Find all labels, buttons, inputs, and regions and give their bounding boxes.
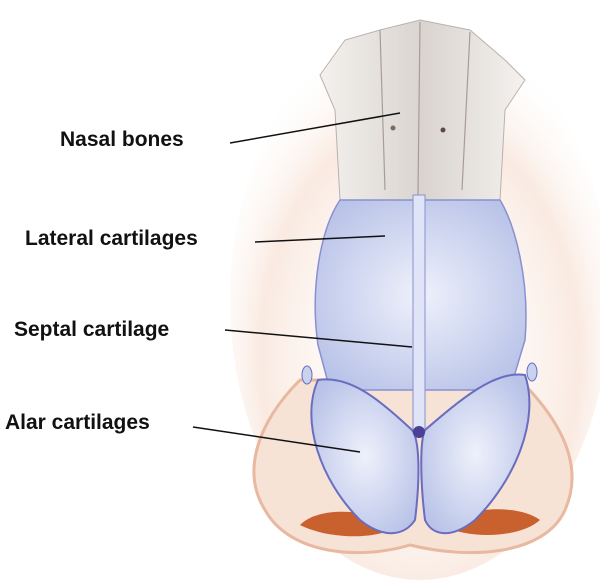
label-nasal-bones: Nasal bones [60, 128, 184, 151]
septal-cartilage-shape [412, 194, 426, 431]
alar-cartilage-left [310, 378, 420, 535]
leader-line-nasal-bones [229, 112, 401, 144]
label-alar-cartilages: Alar cartilages [5, 411, 150, 434]
alar-cartilage-right [420, 373, 531, 535]
bone-foramen [440, 127, 446, 133]
sesamoid-left [301, 365, 313, 385]
label-lateral-cartilages: Lateral cartilages [25, 227, 198, 250]
nasal-bones-shape [319, 19, 526, 201]
cartilage-junction [413, 426, 425, 438]
leader-line-septal-cartilage [224, 329, 413, 348]
label-septal-cartilage: Septal cartilage [14, 318, 170, 341]
bone-suture [379, 21, 471, 196]
sesamoid-right [526, 362, 538, 382]
bone-foramen [390, 125, 396, 131]
leader-line-alar-cartilages [192, 426, 361, 453]
leader-line-lateral-cartilages [254, 235, 386, 243]
